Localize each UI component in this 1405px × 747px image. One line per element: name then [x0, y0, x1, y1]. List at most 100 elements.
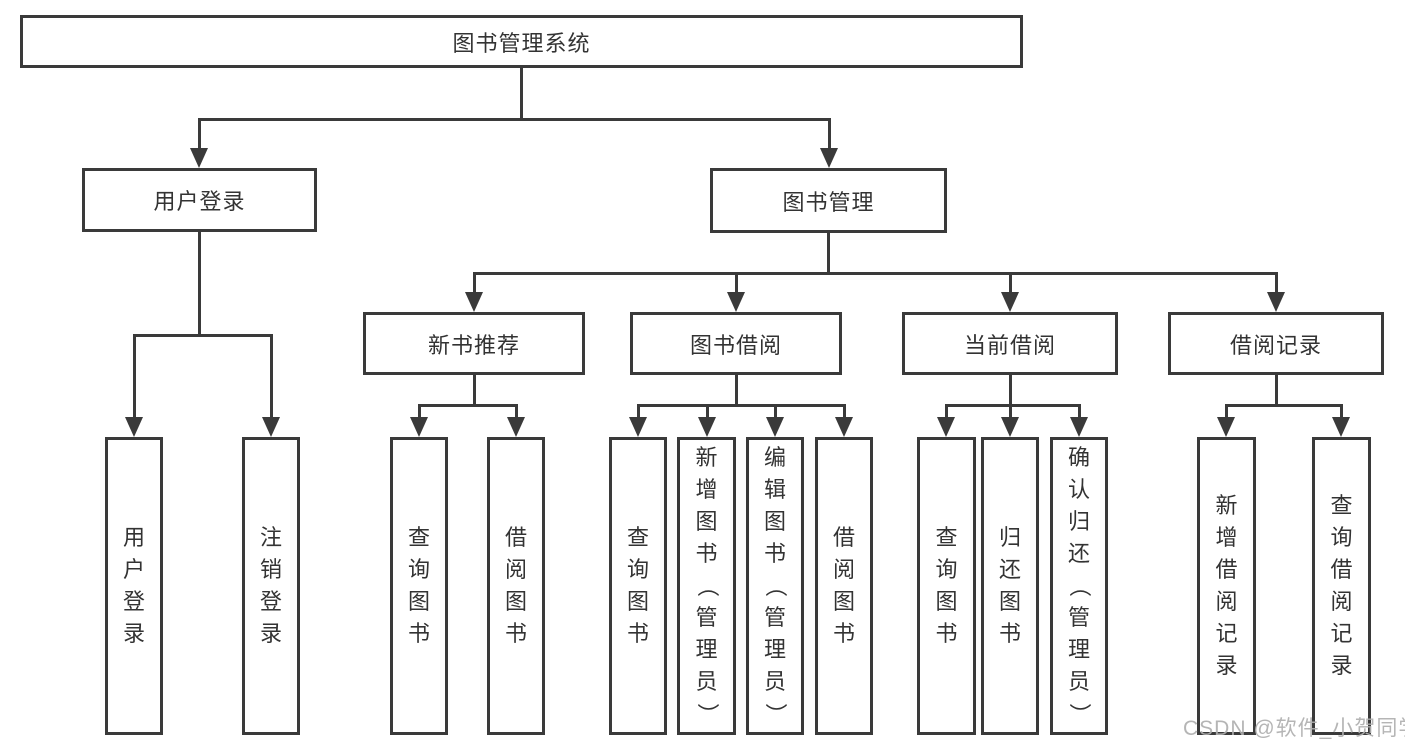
vertical-char: 录 [1215, 653, 1238, 678]
vertical-char: ） [694, 703, 720, 726]
vertical-char: 借 [1215, 557, 1238, 582]
connector-line [734, 273, 738, 293]
arrow-down-icon [1332, 417, 1350, 437]
vertical-char: 增 [1215, 525, 1238, 550]
connector-line [472, 375, 476, 406]
arrow-down-icon [766, 417, 784, 437]
vertical-char: 管 [1068, 605, 1091, 630]
connector-line [734, 375, 738, 406]
vertical-char: 查 [408, 525, 431, 550]
connector-line [1274, 273, 1278, 293]
vertical-char: 查 [1330, 493, 1353, 518]
vertical-char: 询 [627, 557, 650, 582]
connector-line [417, 405, 421, 418]
connector-line [269, 335, 273, 418]
node-label: 借阅记录 [1229, 332, 1322, 358]
connector-line [842, 405, 846, 418]
vertical-char: 归 [999, 525, 1022, 550]
connector-line [132, 335, 136, 418]
vertical-char: 书 [999, 621, 1022, 646]
vertical-char: 员 [695, 669, 718, 694]
node-label: 新增图书（管理员） [694, 445, 720, 726]
leaf-br-query-record: 查询借阅记录 [1312, 437, 1371, 735]
node-label: 图书管理系统 [452, 30, 591, 56]
connector-line [197, 119, 201, 149]
leaf-bb-borrow-book: 借阅图书 [815, 437, 873, 735]
vertical-char: 图 [833, 589, 856, 614]
vertical-char: 询 [935, 557, 958, 582]
vertical-char: 查 [935, 525, 958, 550]
vertical-char: 询 [1330, 525, 1353, 550]
connector-line [1077, 405, 1081, 418]
vertical-char: 书 [833, 621, 856, 646]
vertical-char: 录 [260, 621, 283, 646]
connector-line [773, 405, 777, 418]
vertical-char: 录 [123, 621, 146, 646]
vertical-char: 阅 [833, 557, 856, 582]
vertical-char: 新 [1215, 493, 1238, 518]
leaf-cb-query-book: 查询图书 [917, 437, 976, 735]
arrow-down-icon [835, 417, 853, 437]
vertical-char: 图 [695, 509, 718, 534]
node-label: 新书推荐 [427, 332, 520, 358]
node-label: 借阅图书 [505, 527, 527, 645]
connector-line [519, 68, 523, 119]
node-current-borrowing: 当前借阅 [902, 312, 1118, 375]
vertical-char: 辑 [764, 477, 787, 502]
node-book-borrowing: 图书借阅 [630, 312, 842, 375]
node-label: 借阅图书 [833, 527, 855, 645]
vertical-char: 书 [408, 621, 431, 646]
vertical-char: 新 [695, 445, 718, 470]
vertical-char: 阅 [505, 557, 528, 582]
arrow-down-icon [262, 417, 280, 437]
connector-line [132, 333, 273, 337]
connector-line [826, 233, 830, 274]
vertical-char: 图 [408, 589, 431, 614]
vertical-char: 书 [764, 541, 787, 566]
leaf-cb-confirm-return-admin: 确认归还（管理员） [1050, 437, 1108, 735]
vertical-char: 图 [999, 589, 1022, 614]
connector-line [472, 271, 1278, 275]
connector-line [197, 117, 831, 121]
vertical-char: 图 [764, 509, 787, 534]
vertical-char: 借 [1330, 557, 1353, 582]
connector-line [417, 403, 518, 407]
leaf-bb-query-book: 查询图书 [609, 437, 667, 735]
node-borrowing-records: 借阅记录 [1168, 312, 1384, 375]
node-label: 注销登录 [260, 527, 282, 645]
vertical-char: 还 [1068, 541, 1091, 566]
connector-line [1008, 405, 1012, 418]
node-label: 新增借阅记录 [1216, 495, 1238, 677]
vertical-char: 询 [408, 557, 431, 582]
leaf-logout: 注销登录 [242, 437, 300, 735]
node-label: 查询借阅记录 [1331, 495, 1353, 677]
arrow-down-icon [1070, 417, 1088, 437]
vertical-char: 增 [695, 477, 718, 502]
vertical-char: 登 [123, 589, 146, 614]
arrow-down-icon [1217, 417, 1235, 437]
vertical-char: 记 [1215, 621, 1238, 646]
arrow-down-icon [698, 417, 716, 437]
connector-line [705, 405, 709, 418]
arrow-down-icon [410, 417, 428, 437]
vertical-char: 管 [695, 605, 718, 630]
leaf-bb-edit-book-admin: 编辑图书（管理员） [746, 437, 804, 735]
connector-line [1274, 375, 1278, 406]
vertical-char: 注 [260, 525, 283, 550]
arrow-down-icon [190, 148, 208, 168]
vertical-char: 管 [764, 605, 787, 630]
connector-line [636, 405, 640, 418]
connector-line [944, 403, 1081, 407]
node-label: 用户登录 [153, 189, 246, 214]
leaf-br-add-record: 新增借阅记录 [1197, 437, 1256, 735]
connector-line [827, 119, 831, 149]
node-label: 查询图书 [627, 527, 649, 645]
vertical-char: 书 [695, 541, 718, 566]
vertical-char: 图 [505, 589, 528, 614]
arrow-down-icon [629, 417, 647, 437]
connector-line [1224, 403, 1343, 407]
vertical-char: ） [1067, 703, 1092, 726]
arrow-down-icon [1001, 292, 1019, 312]
vertical-char: 查 [627, 525, 650, 550]
arrow-down-icon [727, 292, 745, 312]
